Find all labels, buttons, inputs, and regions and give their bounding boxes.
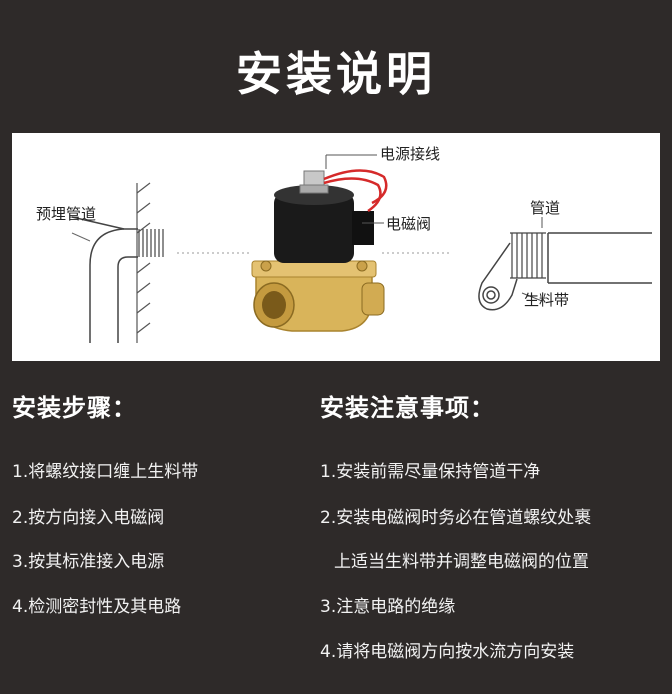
steps-heading: 安装步骤：: [12, 394, 137, 422]
step-item: 2.按方向接入电磁阀: [12, 508, 165, 528]
step-item: 3.按其标准接入电源: [12, 552, 165, 572]
pipe-thread: [510, 232, 546, 279]
note-item: 2.安装电磁阀时务必在管道螺纹处裹: [320, 508, 592, 528]
label-solenoid-valve: 电磁阀: [386, 215, 432, 233]
installation-diagram: 预埋管道 电源接线 电磁阀 管道 生料带: [12, 133, 660, 361]
note-item: 3.注意电路的绝缘: [320, 597, 456, 617]
wall-hatching: [136, 182, 151, 343]
notes-heading: 安装注意事项：: [320, 394, 495, 422]
label-power-wiring: 电源接线: [380, 145, 441, 163]
note-item-continuation: 上适当生料带并调整电磁阀的位置: [334, 552, 589, 572]
straight-pipe: [547, 232, 652, 284]
elbow-pipe: [71, 216, 138, 343]
diagram-illustration: [71, 154, 652, 343]
note-item: 4.请将电磁阀方向按水流方向安装: [320, 642, 575, 662]
elbow-thread: [138, 229, 164, 257]
label-embedded-pipe: 预埋管道: [36, 205, 97, 223]
ptfe-tape-graphic: [478, 242, 518, 311]
label-pipe: 管道: [530, 199, 561, 217]
solenoid-valve-graphic: [251, 169, 388, 332]
step-item: 1.将螺纹接口缠上生料带: [12, 462, 199, 482]
label-ptfe-tape: 生料带: [524, 291, 570, 309]
page-title: 安装说明: [236, 47, 436, 101]
step-item: 4.检测密封性及其电路: [12, 597, 182, 617]
note-item: 1.安装前需尽量保持管道干净: [320, 462, 541, 482]
